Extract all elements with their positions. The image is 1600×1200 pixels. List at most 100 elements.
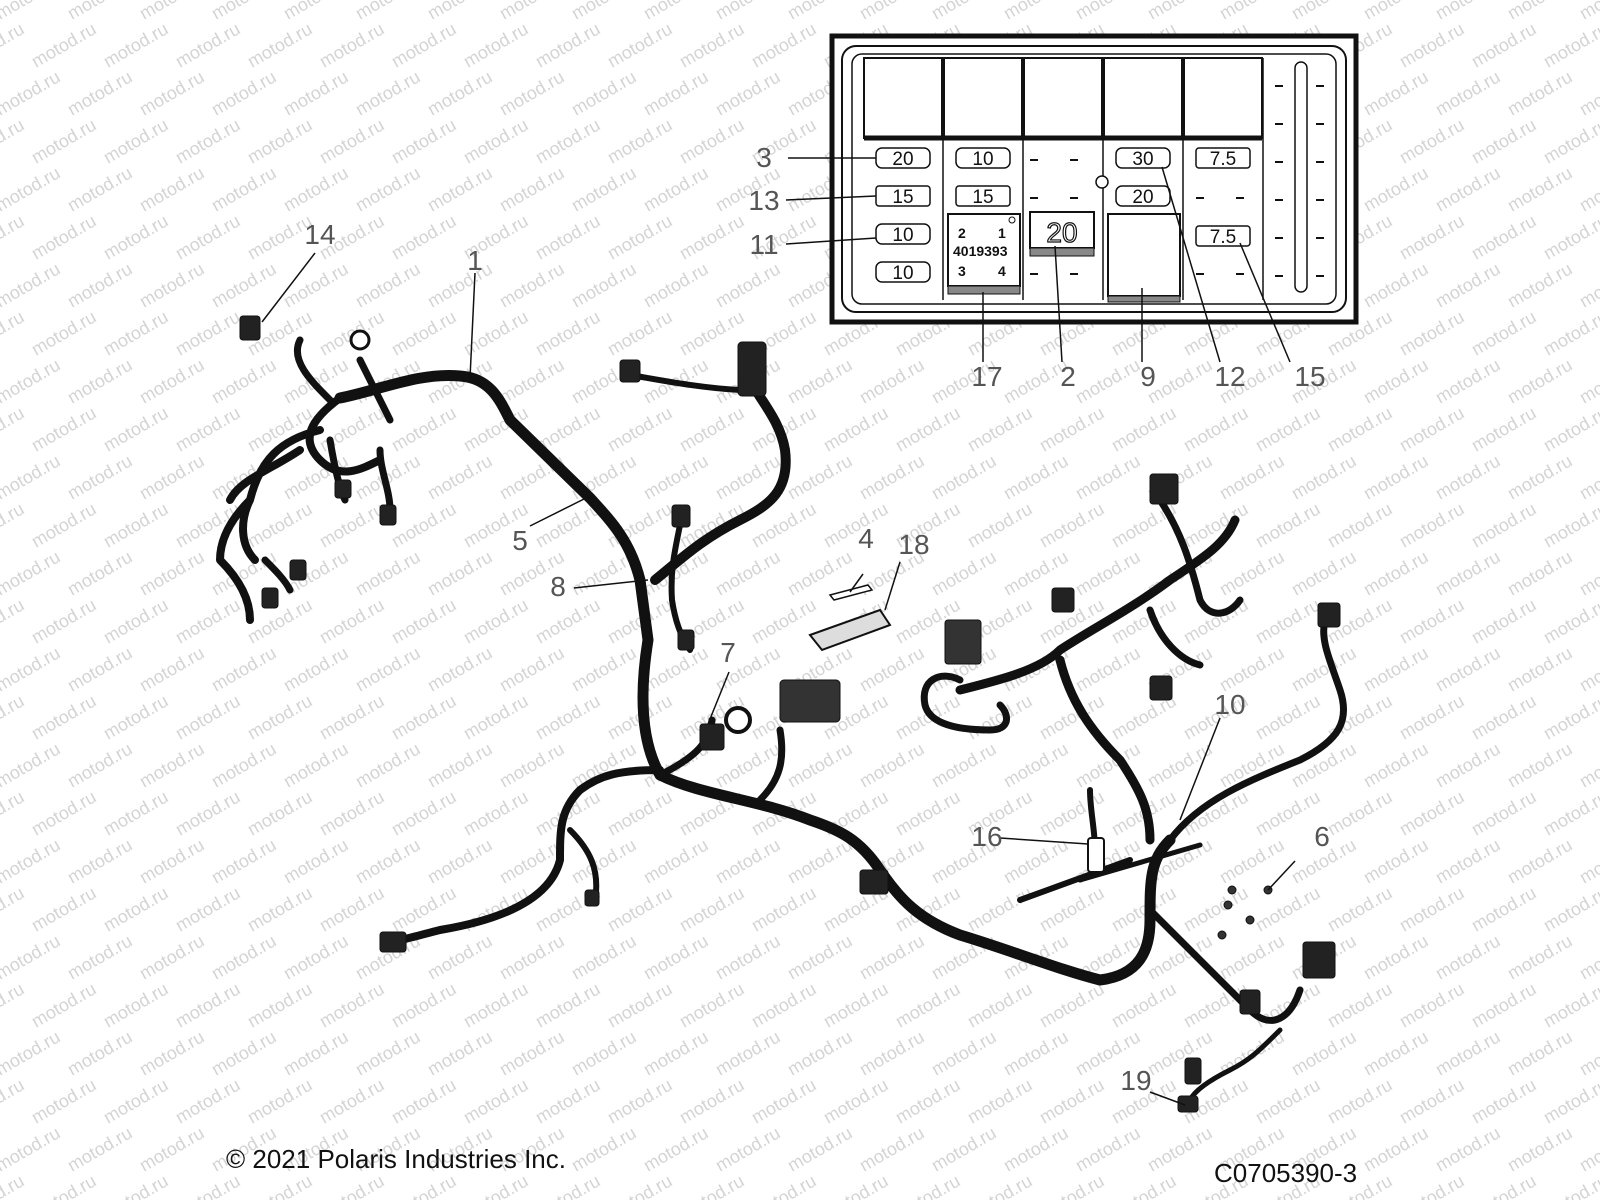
watermark-text: motod.ru [1504,67,1576,120]
watermark-text: motod.ru [1252,883,1324,936]
watermark-text: motod.ru [784,1027,856,1080]
watermark-text: motod.ru [1576,259,1600,312]
watermark-text: motod.ru [676,883,748,936]
watermark-text: motod.ru [1396,787,1468,840]
watermark-text: motod.ru [1432,451,1504,504]
watermark-text: motod.ru [640,1027,712,1080]
watermark-text: motod.ru [1360,67,1432,120]
watermark-text: motod.ru [0,0,64,23]
fuse-10-a: 10 [875,223,931,246]
watermark-text: motod.ru [388,787,460,840]
watermark-text: motod.ru [1576,355,1600,408]
watermark-text: motod.ru [28,19,100,72]
watermark-text: motod.ru [100,1075,172,1128]
watermark-text: motod.ru [1036,1075,1108,1128]
watermark-text: motod.ru [1432,1123,1504,1176]
watermark-text: motod.ru [1468,595,1540,648]
watermark-text: motod.ru [172,595,244,648]
watermark-text: motod.ru [1432,163,1504,216]
watermark-text: motod.ru [64,355,136,408]
watermark-text: motod.ru [424,1027,496,1080]
watermark-text: motod.ru [568,67,640,120]
watermark-text: motod.ru [1288,451,1360,504]
watermark-text: motod.ru [0,163,64,216]
watermark-text: motod.ru [0,499,28,552]
watermark-text: motod.ru [100,211,172,264]
watermark-text: motod.ru [1288,1027,1360,1080]
watermark-text: motod.ru [280,835,352,888]
watermark-text: motod.ru [424,547,496,600]
watermark-text: motod.ru [1396,1171,1468,1200]
watermark-text: motod.ru [136,1027,208,1080]
fuse-20-a: 20 [875,147,931,170]
watermark-text: motod.ru [1468,499,1540,552]
watermark-text: motod.ru [28,1171,100,1200]
watermark-text: motod.ru [712,547,784,600]
watermark-text: motod.ru [1540,403,1600,456]
watermark-text: motod.ru [1036,499,1108,552]
watermark-text: motod.ru [1396,1075,1468,1128]
watermark-text: motod.ru [784,451,856,504]
fuse-10-b: 10 [875,261,931,284]
watermark-text: motod.ru [208,1027,280,1080]
watermark-text: motod.ru [136,259,208,312]
fuse-7-5-a-label: 7.5 [1210,149,1236,170]
watermark-text: motod.ru [64,451,136,504]
watermark-text: motod.ru [1324,883,1396,936]
watermark-text: motod.ru [532,1075,604,1128]
watermark-text: motod.ru [244,595,316,648]
watermark-text: motod.ru [0,307,28,360]
watermark-text: motod.ru [0,691,28,744]
watermark-text: motod.ru [1396,211,1468,264]
callout-1: 1 [467,245,483,276]
watermark-text: motod.ru [856,931,928,984]
watermark-text: motod.ru [640,0,712,23]
watermark-text: motod.ru [712,931,784,984]
watermark-text: motod.ru [208,643,280,696]
watermark-text: motod.ru [1324,787,1396,840]
watermark-text: motod.ru [1576,451,1600,504]
watermark-text: motod.ru [1432,547,1504,600]
watermark-text: motod.ru [64,163,136,216]
watermark-text: motod.ru [1324,403,1396,456]
fuse-box: 20 15 10 10 10 15 30 20 [829,33,1359,325]
watermark-text: motod.ru [928,547,1000,600]
watermark-text: motod.ru [316,595,388,648]
watermark-text: motod.ru [928,1027,1000,1080]
watermark-text: motod.ru [1504,931,1576,984]
watermark-text: motod.ru [316,883,388,936]
watermark-text: motod.ru [0,643,64,696]
watermark-text: motod.ru [1540,115,1600,168]
watermark-text: motod.ru [0,1123,64,1176]
watermark-text: motod.ru [0,595,28,648]
watermark-text: motod.ru [388,1075,460,1128]
watermark-text: motod.ru [1432,643,1504,696]
watermark-text: motod.ru [64,931,136,984]
watermark-text: motod.ru [424,0,496,23]
watermark-text: motod.ru [1360,739,1432,792]
watermark-text: motod.ru [208,931,280,984]
watermark-text: motod.ru [136,451,208,504]
watermark-text: motod.ru [1468,403,1540,456]
callout-9: 9 [1140,361,1156,392]
callout-18: 18 [898,529,929,560]
watermark-text: motod.ru [1504,0,1576,23]
watermark-text: motod.ru [0,67,64,120]
watermark-text: motod.ru [280,0,352,23]
callout-8: 8 [550,571,566,602]
watermark-text: motod.ru [1036,1171,1108,1200]
watermark-text: motod.ru [712,835,784,888]
watermark-text: motod.ru [604,883,676,936]
watermark-text: motod.ru [784,931,856,984]
watermark-text: motod.ru [0,1027,64,1080]
watermark-text: motod.ru [1468,691,1540,744]
watermark-text: motod.ru [28,211,100,264]
watermark-text: motod.ru [1036,979,1108,1032]
watermark-text: motod.ru [1252,499,1324,552]
watermark-text: motod.ru [676,115,748,168]
watermark-text: motod.ru [0,19,28,72]
watermark-text: motod.ru [1360,835,1432,888]
watermark-text: motod.ru [280,739,352,792]
watermark-text: motod.ru [1576,0,1600,23]
